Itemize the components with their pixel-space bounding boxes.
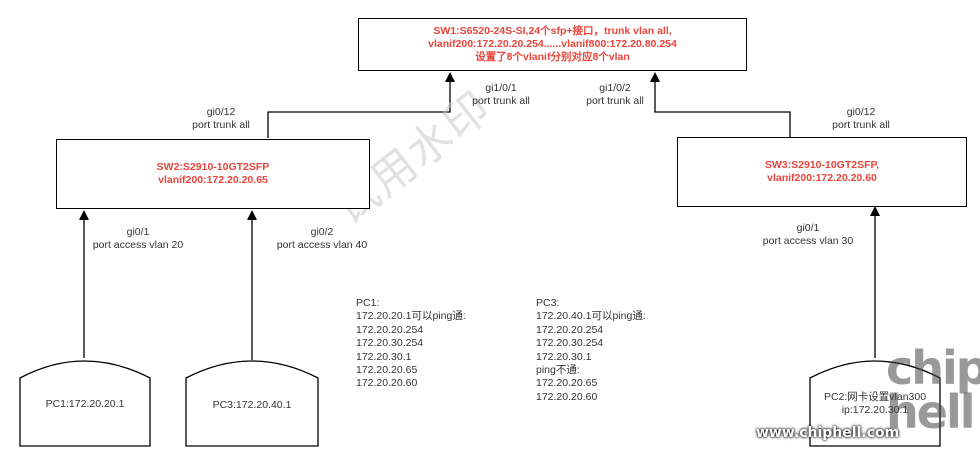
note-line: 172.20.20.1可以ping通: <box>356 310 466 323</box>
pc3-ping-notes: PC3: 172.20.40.1可以ping通: 172.20.20.254 1… <box>536 297 646 404</box>
link-sw3-sw1 <box>650 72 791 138</box>
note-line: 172.20.30.1 <box>356 350 412 363</box>
note-line: 172.20.30.254 <box>536 337 604 350</box>
chiphell-logo: chip hell <box>886 341 980 439</box>
sw1-line-1: SW1:S6520-24S-SI,24个sfp+接口，trunk vlan al… <box>433 25 672 37</box>
port-mode: port trunk all <box>192 118 250 131</box>
port-name: gi1/0/1 <box>485 82 517 94</box>
note-line: 172.20.30.254 <box>356 337 424 350</box>
port-mode: port trunk all <box>586 94 644 107</box>
sw1-box: SW1:S6520-24S-SI,24个sfp+接口，trunk vlan al… <box>358 18 747 71</box>
note-line: 172.20.40.1可以ping通: <box>536 310 646 323</box>
sw2-line-1: SW2:S2910-10GT2SFP <box>156 161 270 173</box>
label-sw1-port-left: gi1/0/1 port trunk all <box>458 82 544 107</box>
note-line: PC1: <box>356 297 380 309</box>
pc2-ip: ip:172.20.30.1 <box>841 404 909 416</box>
note-line: 172.20.20.65 <box>356 364 418 377</box>
port-mode: port access vlan 40 <box>276 238 368 251</box>
port-mode: port trunk all <box>832 118 890 131</box>
sw1-line-3: 设置了8个vlanif分别对应8个vlan <box>475 51 630 63</box>
port-name: gi1/0/2 <box>599 82 631 94</box>
sw1-line-2: vlanif200:172.20.20.254......vlanif800:1… <box>428 38 677 50</box>
chiphell-url: www.chiphell.com <box>756 425 900 441</box>
port-name: gi0/1 <box>126 226 150 238</box>
note-line: 172.20.30.1 <box>536 350 592 363</box>
pc1-name: PC1:172.20.20.1 <box>45 398 125 410</box>
label-sw2-uplink: gi0/12 port trunk all <box>178 106 264 131</box>
pc2-shape <box>809 360 941 447</box>
pc2-label: PC2:网卡设置vlan300 ip:172.20.30.1 <box>810 391 940 417</box>
label-sw3-pc2: gi0/1 port access vlan 30 <box>756 222 860 247</box>
pc3-label: PC3:172.20.40.1 <box>186 399 318 412</box>
note-line: 172.20.20.60 <box>536 390 598 403</box>
note-line: 172.20.20.65 <box>536 377 598 390</box>
pc1-label: PC1:172.20.20.1 <box>20 398 150 411</box>
sw2-box: SW2:S2910-10GT2SFP vlanif200:172.20.20.6… <box>56 139 370 209</box>
sw2-line-2: vlanif200:172.20.20.65 <box>158 174 268 186</box>
note-line: PC3: <box>536 297 560 309</box>
pc3-shape <box>185 360 319 447</box>
label-sw1-port-right: gi1/0/2 port trunk all <box>572 82 658 107</box>
port-name: gi0/12 <box>206 106 236 118</box>
note-line: 172.20.20.60 <box>356 377 418 390</box>
port-mode: port access vlan 20 <box>92 238 184 251</box>
sw3-line-1: SW3:S2910-10GT2SFP, <box>764 159 880 171</box>
label-sw2-pc1: gi0/1 port access vlan 20 <box>88 226 188 251</box>
pc3-name: PC3:172.20.40.1 <box>212 399 292 411</box>
port-name: gi0/12 <box>846 106 876 118</box>
sw3-box: SW3:S2910-10GT2SFP, vlanif200:172.20.20.… <box>677 137 967 207</box>
port-mode: port trunk all <box>472 94 530 107</box>
sw3-line-2: vlanif200:172.20.20.60 <box>767 172 877 184</box>
label-sw2-pc3: gi0/2 port access vlan 40 <box>270 226 374 251</box>
note-line: 172.20.20.254 <box>356 323 424 336</box>
pc1-shape <box>19 360 151 447</box>
pc2-name: PC2:网卡设置vlan300 <box>823 391 927 403</box>
port-name: gi0/2 <box>310 226 334 238</box>
note-line: ping不通: <box>536 364 580 377</box>
port-mode: port access vlan 30 <box>762 234 854 247</box>
label-sw3-uplink: gi0/12 port trunk all <box>818 106 904 131</box>
link-sw2-sw1 <box>267 72 455 138</box>
port-name: gi0/1 <box>796 222 820 234</box>
pc1-ping-notes: PC1: 172.20.20.1可以ping通: 172.20.20.254 1… <box>356 297 466 391</box>
note-line: 172.20.20.254 <box>536 323 604 336</box>
